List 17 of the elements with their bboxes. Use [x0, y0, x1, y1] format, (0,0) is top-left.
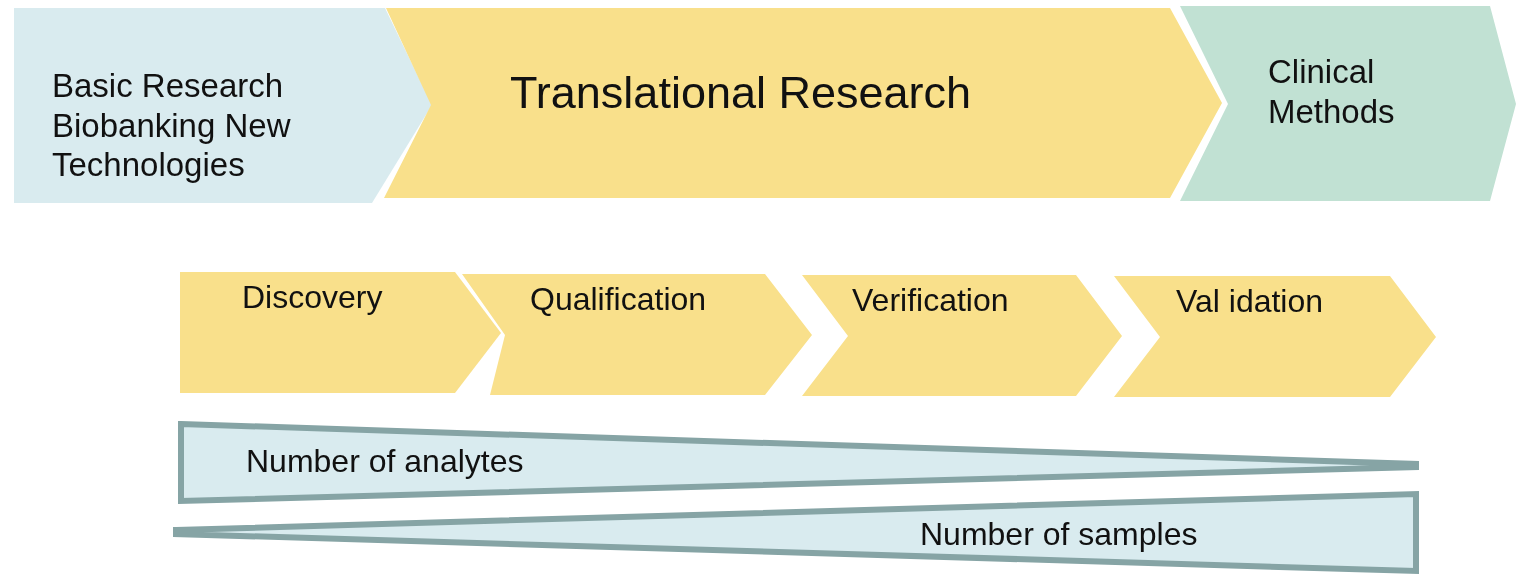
node-label: Number of samples: [920, 515, 1199, 554]
node-label: Discovery: [242, 278, 384, 317]
chevron-shape: [180, 272, 502, 394]
wedge-shape: [174, 491, 1418, 573]
node-label: Clinical Methods: [1268, 52, 1396, 132]
node-label: Translational Research: [510, 66, 973, 120]
node-label: Basic Research Biobanking New Technologies: [52, 66, 292, 185]
chevron-shape: [1112, 276, 1436, 398]
wedge-shape: [180, 422, 1418, 504]
node-label: Val idation: [1176, 282, 1325, 321]
chevron-shape: [460, 274, 814, 396]
node-label: Number of analytes: [246, 442, 525, 481]
node-label: Qualification: [530, 280, 708, 319]
chevron-shape: [1180, 6, 1516, 202]
chevron-shape: [14, 8, 434, 204]
chevron-shape: [800, 275, 1124, 397]
node-label: Verification: [852, 281, 1010, 320]
